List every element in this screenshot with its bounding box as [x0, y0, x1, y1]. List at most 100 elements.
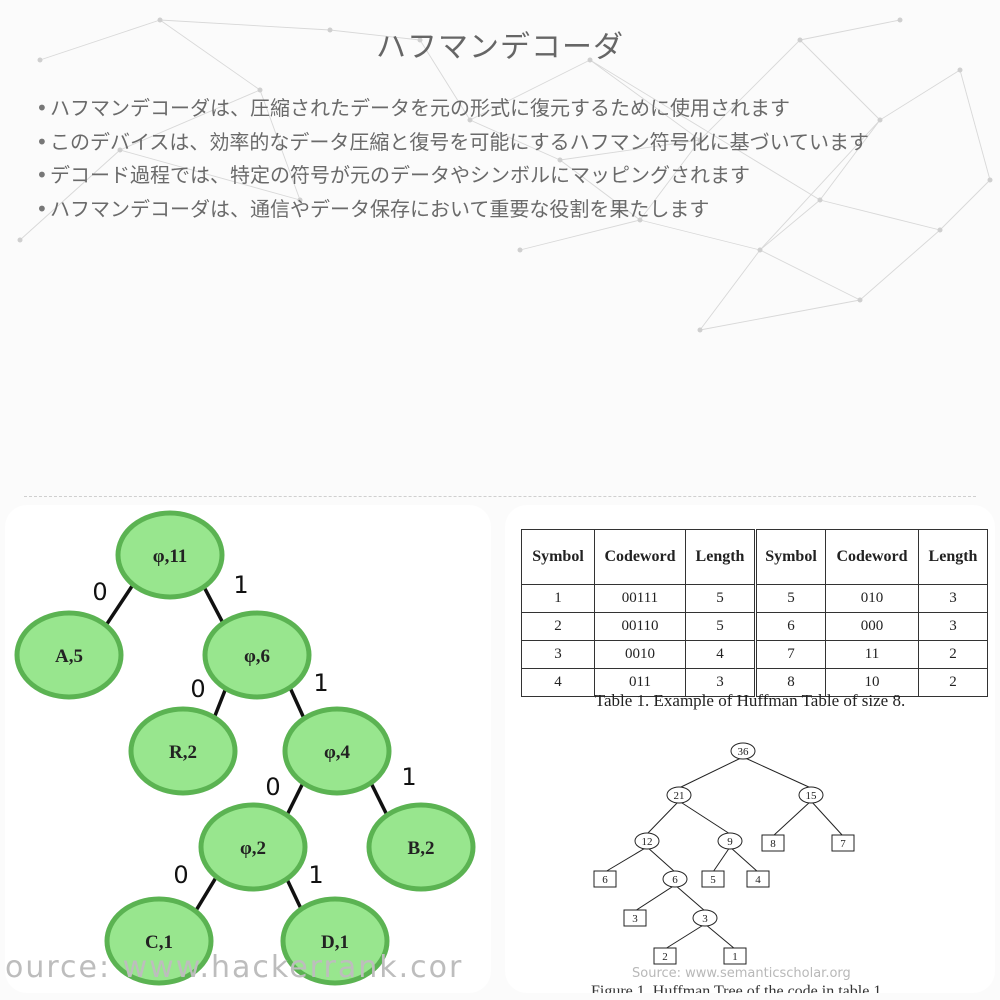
- tree-node-label: D,1: [321, 932, 349, 953]
- network-line: [759, 199, 821, 251]
- tree-node-label: 6: [602, 874, 608, 886]
- table-caption: Table 1. Example of Huffman Table of siz…: [594, 691, 906, 710]
- network-line: [759, 119, 881, 251]
- network-line: [559, 159, 641, 221]
- bullet-list: •ハフマンデコーダは、圧縮されたデータを元の形式に復元するために使用されます •…: [36, 92, 869, 226]
- edge-label: 1: [313, 669, 328, 697]
- network-node: [857, 297, 863, 303]
- network-line: [589, 59, 821, 201]
- network-line: [259, 89, 301, 201]
- tree-edge: [101, 579, 138, 631]
- table-row: 4 011 3 8 10 2: [521, 668, 988, 697]
- tree-edge: [191, 871, 221, 917]
- huffman-table-image-card: Symbol Codeword Length Symbol Codeword L…: [505, 505, 995, 993]
- image-source-credit: ource: www.hackerrank.cor: [5, 950, 464, 985]
- network-line: [699, 249, 761, 331]
- network-line: [799, 39, 881, 121]
- tree-node: [692, 909, 718, 927]
- network-line: [39, 19, 161, 61]
- network-line: [119, 149, 301, 201]
- network-node: [637, 217, 643, 223]
- tree-node: [128, 706, 238, 796]
- bullet-item: •デコード過程では、特定の符号が元のデータやシンボルにマッピングされます: [36, 159, 869, 193]
- bullet-item: •ハフマンデコーダは、通信やデータ保存において重要な役割を果たします: [36, 193, 869, 227]
- table-header-row: Symbol Codeword Length Symbol Codeword L…: [521, 529, 988, 585]
- bullet-text: ハフマンデコーダは、圧縮されたデータを元の形式に復元するために使用されます: [50, 96, 790, 120]
- network-line: [589, 59, 701, 141]
- edge-label: 0: [265, 773, 280, 801]
- network-line: [159, 19, 261, 91]
- tree-edge: [742, 756, 812, 789]
- tree-node-label: φ,2: [240, 838, 266, 859]
- tree-node-label: φ,11: [153, 546, 188, 567]
- bullet-item: •ハフマンデコーダは、圧縮されたデータを元の形式に復元するために使用されます: [36, 92, 869, 126]
- tree-edge: [772, 800, 812, 837]
- edge-label: 0: [190, 675, 205, 703]
- tree-leaf: [593, 870, 617, 888]
- edge-label: 0: [92, 578, 107, 606]
- tree-edge: [674, 884, 706, 912]
- table-cell: 3: [918, 612, 988, 641]
- table-cell: 1: [521, 584, 595, 613]
- network-node: [757, 247, 763, 253]
- tree-edge: [646, 846, 676, 873]
- network-node: [557, 157, 563, 163]
- table-cell: 4: [521, 668, 595, 697]
- section-divider: [24, 496, 976, 497]
- edge-label: 1: [308, 861, 323, 889]
- bullet-dot-icon: •: [36, 129, 48, 154]
- network-node: [877, 117, 883, 123]
- network-line: [819, 199, 941, 231]
- table-cell: 0010: [594, 640, 686, 669]
- bullet-item: •このデバイスは、効率的なデータ圧縮と復号を可能にするハフマン符号化に基づいてい…: [36, 126, 869, 160]
- tree-edge: [646, 800, 680, 835]
- tree-leaf: [653, 947, 677, 965]
- network-line: [819, 119, 881, 201]
- table-cell: 2: [521, 612, 595, 641]
- tree-node: [666, 786, 692, 804]
- tree-node-label: 8: [770, 838, 776, 850]
- tree-node: [104, 896, 214, 986]
- tree-node-label: 36: [738, 746, 750, 758]
- bullet-dot-icon: •: [36, 196, 48, 221]
- bullet-dot-icon: •: [36, 96, 48, 120]
- table-row: 1 00111 5 5 010 3: [521, 584, 988, 613]
- network-node: [257, 87, 263, 93]
- table-header-cell: Length: [918, 529, 988, 585]
- tree-node: [730, 742, 756, 760]
- bullet-text: デコード過程では、特定の符号が元のデータやシンボルにマッピングされます: [50, 163, 750, 187]
- edge-label: 1: [401, 763, 416, 791]
- image-source-credit: Source: www.semanticscholar.org: [632, 966, 851, 981]
- network-line: [959, 69, 991, 181]
- table-row: 2 00110 5 6 000 3: [521, 612, 988, 641]
- tree-node: [634, 832, 660, 850]
- table-cell: 11: [825, 640, 919, 669]
- tree-node-label: 9: [727, 836, 733, 848]
- bullet-text: このデバイスは、効率的なデータ圧縮と復号を可能にするハフマン符号化に基づいていま…: [50, 129, 869, 154]
- network-node: [817, 197, 823, 203]
- edge-label: 0: [173, 861, 188, 889]
- tree-node-label: 7: [840, 838, 846, 850]
- edge-label: 1: [233, 571, 248, 599]
- network-node: [797, 37, 803, 43]
- table-header-cell: Codeword: [594, 529, 686, 585]
- network-line: [699, 39, 801, 141]
- network-line: [639, 219, 761, 251]
- page-title: ハフマンデコーダ: [376, 30, 624, 65]
- tree-node: [717, 832, 743, 850]
- table-cell: 3: [685, 668, 756, 697]
- network-line: [879, 69, 961, 121]
- tree-node: [280, 896, 390, 986]
- network-node: [987, 177, 993, 183]
- tree-node: [798, 786, 824, 804]
- tree-node-label: 5: [710, 874, 716, 886]
- tree-leaf: [723, 947, 747, 965]
- table-header-cell: Symbol: [754, 529, 826, 585]
- tree-edge: [664, 923, 706, 950]
- tree-leaf: [761, 834, 785, 852]
- network-node: [117, 147, 123, 153]
- tree-edge: [729, 846, 759, 873]
